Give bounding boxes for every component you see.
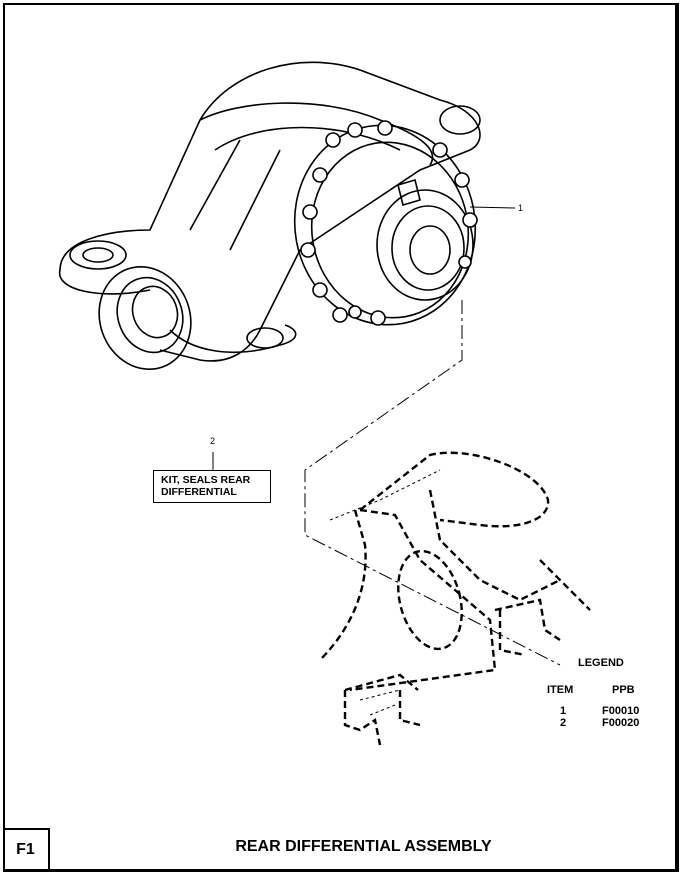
- page-border: [3, 3, 679, 872]
- kit-label-line2: DIFFERENTIAL: [161, 486, 237, 498]
- projection-lines: [212, 300, 561, 666]
- frame-detail-lines: [329, 469, 441, 716]
- differential-housing: [59, 61, 481, 362]
- kit-seals-label: KIT, SEALS REAR DIFFERENTIAL: [153, 470, 271, 503]
- axle-flange: [98, 265, 192, 371]
- callout-1: 1: [518, 203, 524, 213]
- callout-2: 2: [210, 436, 216, 446]
- legend-row-ppb: F00020: [602, 717, 640, 729]
- legend-title: LEGEND: [578, 657, 624, 669]
- callout-1-leader: [469, 206, 516, 209]
- vehicle-frame-phantom: [319, 451, 591, 746]
- legend-row-item: 2: [560, 717, 567, 729]
- figure-title: REAR DIFFERENTIAL ASSEMBLY: [235, 838, 492, 855]
- figure-id: F1: [16, 841, 35, 858]
- legend-header-ppb: PPB: [612, 684, 635, 696]
- legend-header-item: ITEM: [547, 684, 574, 696]
- legend-row-item: 1: [560, 705, 567, 717]
- legend-row-ppb: F00010: [602, 705, 640, 717]
- differential-cover: [293, 120, 478, 326]
- figure-id-box: F1: [3, 828, 50, 870]
- kit-label-line1: KIT, SEALS REAR: [161, 474, 251, 486]
